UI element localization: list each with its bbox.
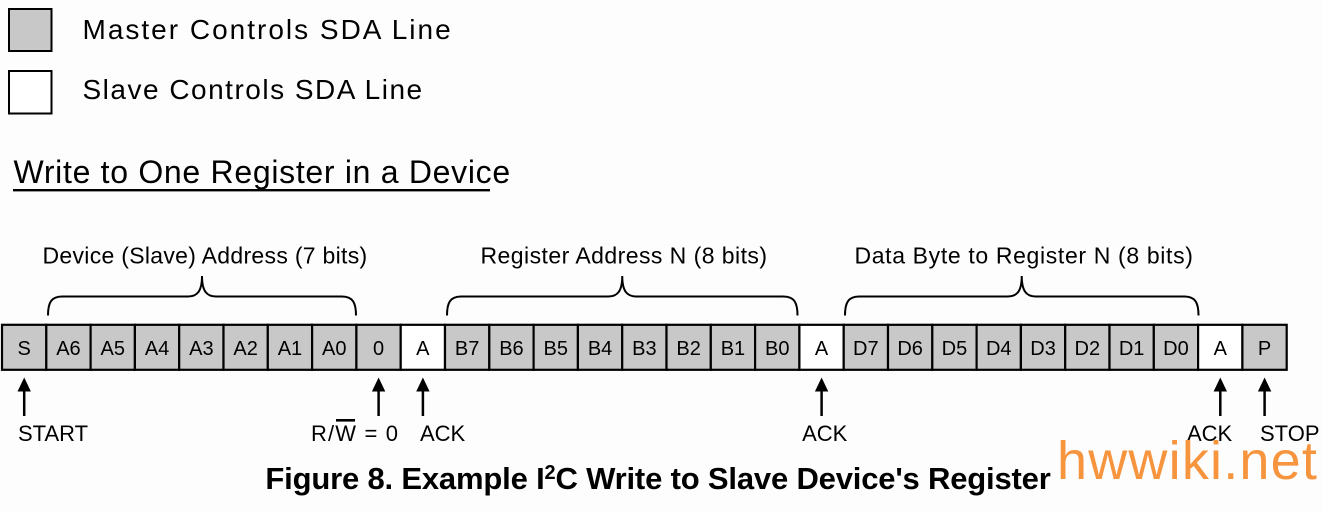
svg-text:Slave Controls SDA Line: Slave Controls SDA Line [83,74,424,105]
svg-text:ACK: ACK [1187,421,1233,446]
svg-text:ACK: ACK [420,421,466,446]
svg-text:A5: A5 [101,338,125,360]
svg-text:ACK: ACK [802,421,848,446]
svg-text:S: S [17,338,30,360]
svg-text:Figure 8. Example I2C Write to: Figure 8. Example I2C Write to Slave Dev… [265,461,1050,496]
svg-text:D7: D7 [853,338,879,360]
svg-text:B1: B1 [721,338,745,360]
svg-text:A4: A4 [145,338,169,360]
svg-text:A: A [1214,338,1228,360]
svg-text:Register Address N (8 bits): Register Address N (8 bits) [481,243,768,269]
svg-text:D4: D4 [986,338,1012,360]
svg-text:START: START [18,421,88,446]
svg-text:A: A [416,338,430,360]
svg-text:A: A [815,338,829,360]
svg-text:D3: D3 [1030,338,1056,360]
svg-text:D0: D0 [1163,338,1189,360]
svg-text:A2: A2 [233,338,257,360]
svg-text:D5: D5 [942,338,968,360]
svg-text:Master Controls SDA Line: Master Controls SDA Line [83,14,453,45]
svg-text:Data Byte to Register N (8 bit: Data Byte to Register N (8 bits) [854,243,1193,269]
svg-text:D6: D6 [897,338,923,360]
svg-text:R/W = 0: R/W = 0 [311,421,399,446]
svg-text:B0: B0 [765,338,789,360]
svg-text:B6: B6 [499,338,523,360]
svg-text:B2: B2 [676,338,700,360]
svg-text:A0: A0 [322,338,346,360]
svg-text:0: 0 [373,338,384,360]
svg-text:A1: A1 [278,338,302,360]
svg-text:Device (Slave) Address (7 bits: Device (Slave) Address (7 bits) [42,243,367,269]
svg-text:B7: B7 [455,338,479,360]
svg-text:hwwiki.net: hwwiki.net [1057,431,1318,491]
svg-text:B5: B5 [544,338,568,360]
svg-text:P: P [1258,338,1271,360]
svg-text:D1: D1 [1119,338,1145,360]
svg-text:B4: B4 [588,338,612,360]
svg-text:D2: D2 [1075,338,1101,360]
svg-text:STOP: STOP [1260,421,1320,446]
svg-text:A3: A3 [189,338,213,360]
svg-text:B3: B3 [632,338,656,360]
svg-text:A6: A6 [56,338,80,360]
svg-text:Write to One Register in a Dev: Write to One Register in a Device [14,154,511,190]
